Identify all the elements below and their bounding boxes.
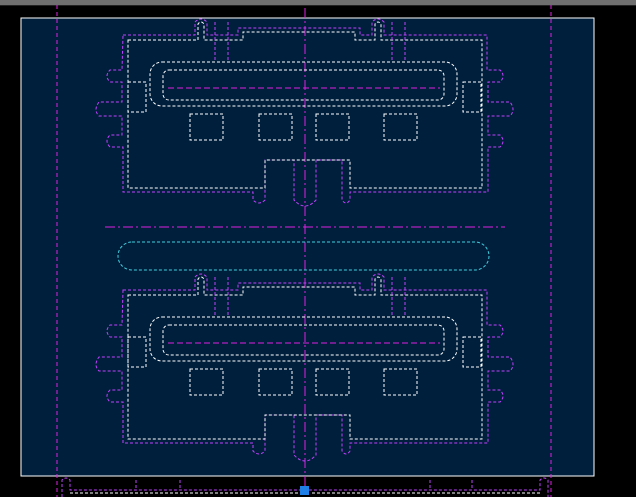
- blue-square-grip-icon[interactable]: [300, 486, 309, 495]
- lower-pocket-4: [383, 368, 418, 396]
- lower-pocket-3: [315, 368, 350, 396]
- upper-pocket-1: [189, 113, 224, 141]
- upper-pocket-4: [383, 113, 418, 141]
- lower-right-side-block: [462, 336, 482, 368]
- lower-part-outline[interactable]: [95, 273, 514, 462]
- upper-part-magenta-contour: [95, 18, 514, 207]
- upper-pocket-2: [258, 113, 293, 141]
- lower-inner-rail: [149, 316, 458, 362]
- lower-pocket-1: [189, 368, 224, 396]
- upper-right-side-block: [462, 81, 482, 113]
- lower-left-side-block: [127, 336, 147, 368]
- sheet-background: [20, 17, 595, 477]
- upper-inner-rail-core: [162, 69, 445, 101]
- title-bar: [0, 0, 636, 5]
- upper-part-white-contour: [127, 21, 483, 189]
- center-slot[interactable]: [117, 241, 490, 271]
- lower-part-white-contour: [127, 276, 483, 440]
- upper-pocket-3: [315, 113, 350, 141]
- upper-left-side-block: [127, 81, 147, 113]
- lower-inner-rail-core: [162, 324, 445, 356]
- lower-pocket-2: [258, 368, 293, 396]
- lower-part-magenta-contour: [95, 273, 514, 462]
- upper-inner-rail: [149, 61, 458, 107]
- upper-part-outline[interactable]: [95, 18, 514, 207]
- title-bar-divider: [0, 5, 636, 6]
